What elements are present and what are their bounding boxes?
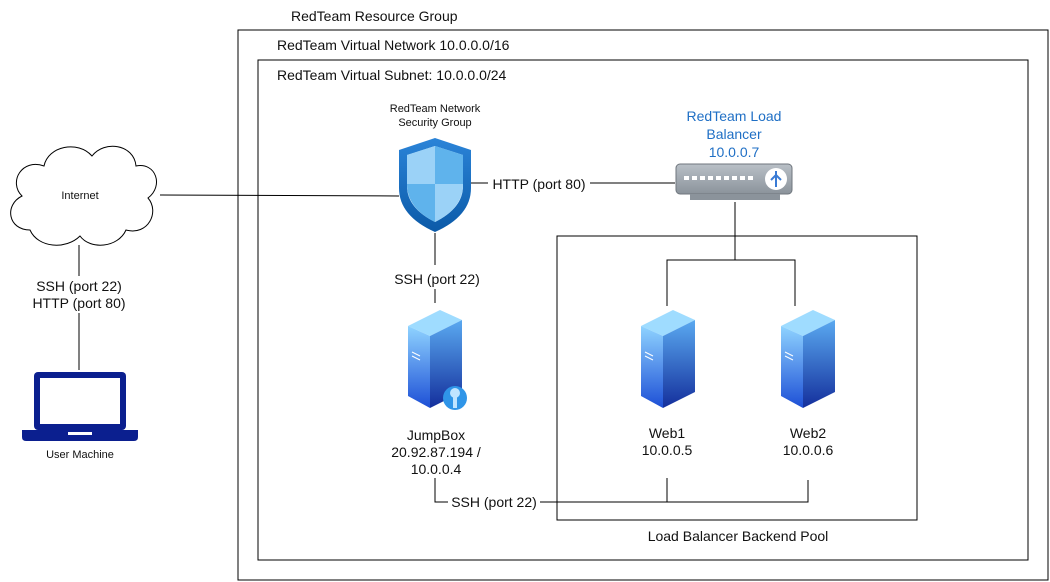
resource-group-label: RedTeam Resource Group (291, 8, 458, 24)
backend-pool-label: Load Balancer Backend Pool (648, 528, 829, 544)
jumpbox-name: JumpBox (407, 427, 465, 443)
resource-group-box (237, 29, 1049, 581)
vnet-label: RedTeam Virtual Network 10.0.0.0/16 (277, 37, 510, 53)
vnet-box (257, 59, 1029, 561)
nsg-label-line2: Security Group (398, 117, 471, 129)
nsg-lb-connection-label: HTTP (port 80) (492, 176, 585, 192)
jumpbox-ip-line2: 10.0.0.4 (411, 461, 462, 477)
web2-name: Web2 (790, 425, 827, 441)
web1-name: Web1 (649, 425, 686, 441)
lb-label-line2: Balancer (706, 126, 762, 142)
web2-ip: 10.0.0.6 (783, 442, 834, 458)
nsg-label-line1: RedTeam Network (390, 103, 481, 115)
lb-label-ip: 10.0.0.7 (709, 144, 760, 160)
jumpbox-web-connection-label: SSH (port 22) (451, 494, 537, 510)
connection-lines (78, 182, 809, 503)
server-icon (641, 310, 695, 408)
user-ssh-label: SSH (port 22) (36, 278, 122, 294)
user-http-label: HTTP (port 80) (32, 295, 125, 311)
server-icon (781, 310, 835, 408)
laptop-icon (22, 372, 138, 441)
server-key-icon (408, 310, 467, 410)
subnet-label: RedTeam Virtual Subnet: 10.0.0.0/24 (277, 67, 507, 83)
internet-label: Internet (61, 190, 98, 202)
shield-icon (399, 138, 471, 232)
lb-label-line1: RedTeam Load (687, 108, 782, 124)
user-machine-label: User Machine (46, 449, 114, 461)
load-balancer-icon (675, 163, 793, 200)
jumpbox-ip-line1: 20.92.87.194 / (391, 444, 481, 460)
backend-pool-box (556, 235, 918, 521)
cloud-icon (10, 145, 157, 246)
web1-ip: 10.0.0.5 (642, 442, 693, 458)
nsg-jumpbox-connection-label: SSH (port 22) (394, 271, 480, 287)
